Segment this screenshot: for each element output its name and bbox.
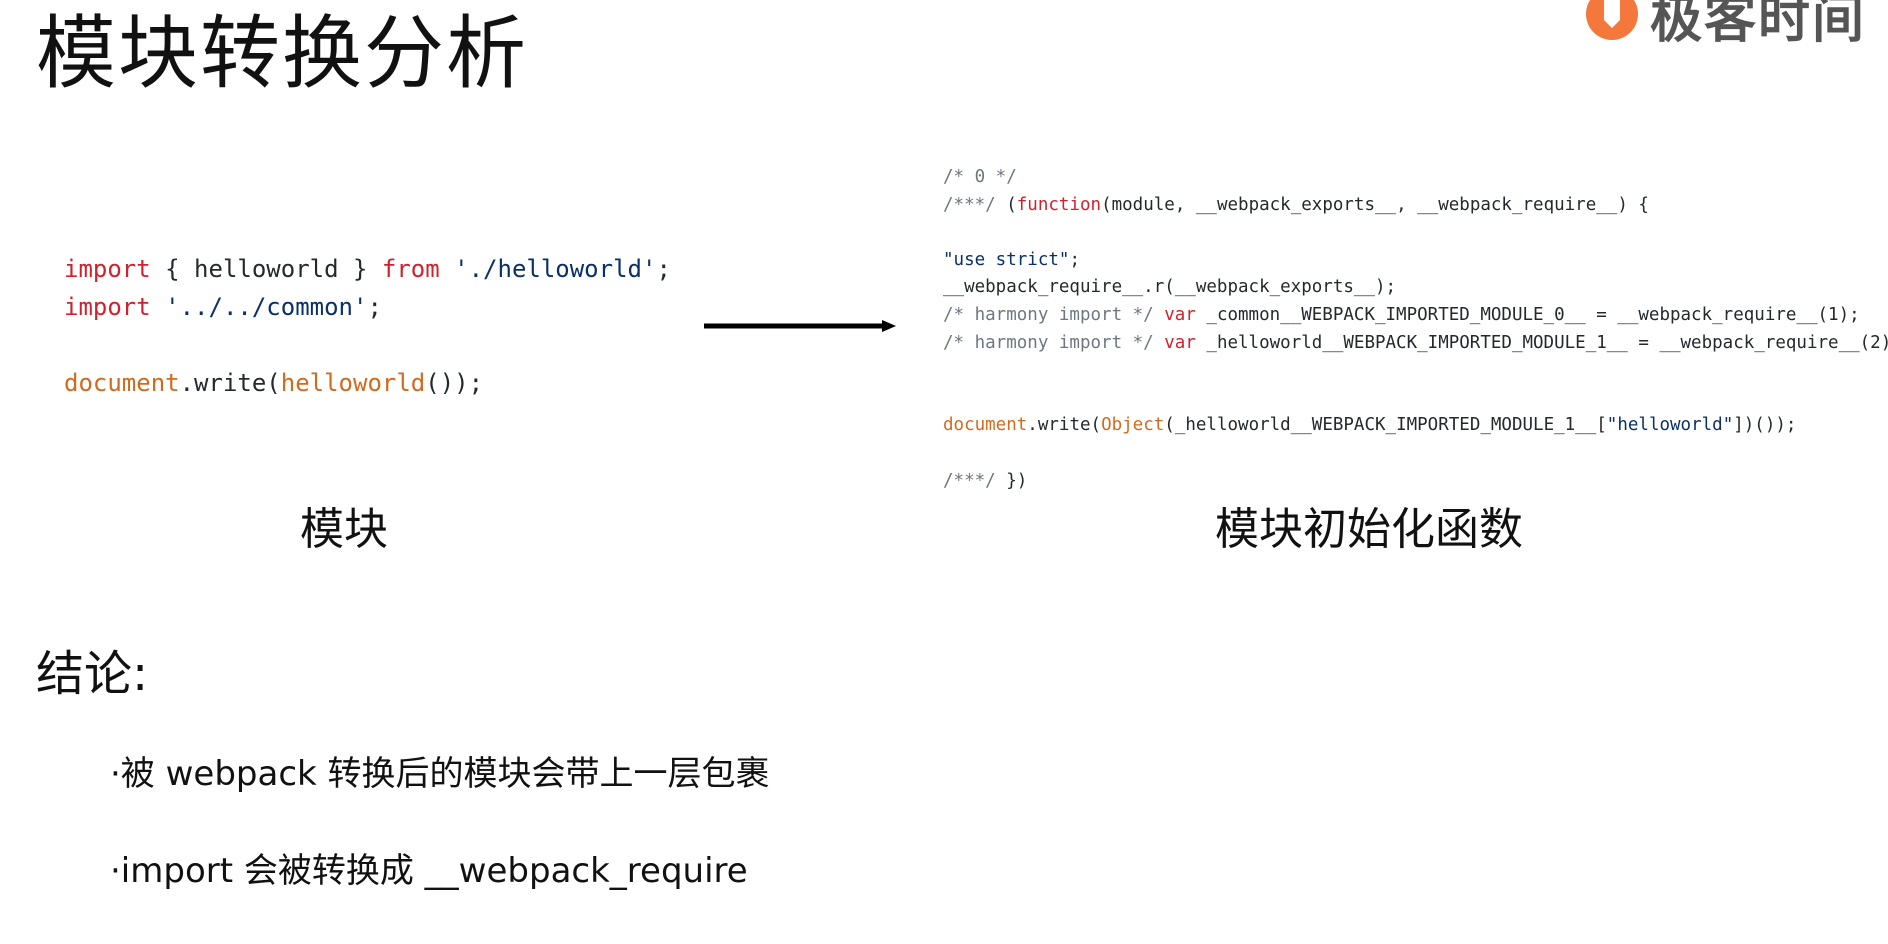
code-token: .write(	[1027, 415, 1102, 436]
code-token: /***/	[943, 470, 996, 491]
code-line	[943, 385, 1888, 413]
code-token: ;	[656, 255, 671, 283]
code-token: /* 0 */	[943, 167, 1017, 187]
code-token: _helloworld__WEBPACK_IMPORTED_MODULE_1__…	[1195, 332, 1888, 353]
logo-text: 极客时间	[1649, 0, 1866, 50]
code-line: import { helloworld } from './helloworld…	[64, 250, 671, 288]
code-token: ;	[367, 293, 382, 321]
code-token	[440, 255, 454, 283]
code-line: /* 0 */	[943, 164, 1888, 192]
code-token: "use strict"	[943, 249, 1070, 270]
code-token: import	[64, 255, 151, 283]
code-token: _common__WEBPACK_IMPORTED_MODULE_0__ = _…	[1195, 304, 1860, 325]
code-token: import	[64, 293, 151, 321]
code-token: (_helloworld__WEBPACK_IMPORTED_MODULE_1_…	[1164, 415, 1607, 436]
code-token	[1154, 333, 1165, 353]
code-line: /***/ })	[943, 468, 1888, 496]
code-token: ;	[1069, 249, 1080, 270]
module-caption: 模块	[300, 504, 388, 555]
slide-title: 模块转换分析	[36, 7, 528, 100]
code-line: "use strict";	[943, 247, 1888, 275]
code-token: ());	[425, 369, 484, 397]
code-line: document.write(Object(_helloworld__WEBPA…	[943, 412, 1888, 440]
code-token: .write(	[179, 369, 281, 397]
conclusion-heading: 结论:	[36, 646, 149, 702]
code-token: ])());	[1733, 415, 1797, 436]
code-token: })	[995, 470, 1028, 491]
code-token: function	[1016, 194, 1102, 215]
code-line	[943, 357, 1888, 385]
code-line	[943, 219, 1888, 247]
brand-logo: 极客时间	[1584, 0, 1866, 50]
code-token: "helloworld"	[1606, 415, 1734, 436]
code-token: Object	[1101, 415, 1165, 436]
code-token: var	[1164, 332, 1196, 353]
code-line: /* harmony import */ var _common__WEBPAC…	[943, 302, 1888, 330]
conclusion-bullet: ·import 会被转换成 __webpack_require	[110, 851, 748, 891]
code-token: /***/	[943, 194, 996, 215]
code-line: /***/ (function(module, __webpack_export…	[943, 192, 1888, 220]
right-arrow-icon	[704, 320, 896, 332]
code-token: './helloworld'	[454, 255, 657, 283]
code-token: /* harmony import */	[943, 332, 1154, 353]
code-token	[1154, 305, 1165, 325]
code-line: document.write(helloworld());	[64, 364, 671, 402]
geektime-logo-icon	[1585, 0, 1638, 40]
code-line: import '../../common';	[64, 288, 671, 326]
code-token: document	[64, 369, 180, 397]
code-token: { helloworld }	[150, 255, 382, 283]
conclusion-bullet: ·被 webpack 转换后的模块会带上一层包裹	[110, 754, 770, 794]
code-token: (	[995, 194, 1017, 215]
code-line	[64, 326, 671, 364]
code-token: var	[1164, 304, 1196, 325]
code-token: from	[381, 255, 440, 283]
module-init-function-code-block: /* 0 */ /***/ (function(module, __webpack…	[943, 164, 1888, 495]
code-token: /* harmony import */	[943, 304, 1154, 325]
module-init-function-caption: 模块初始化函数	[1215, 504, 1523, 555]
code-line	[943, 440, 1888, 468]
code-token: '../../common'	[165, 293, 368, 321]
code-line: __webpack_require__.r(__webpack_exports_…	[943, 274, 1888, 302]
code-token: helloworld	[280, 369, 426, 397]
code-token: document	[943, 415, 1028, 436]
code-line: /* harmony import */ var _helloworld__WE…	[943, 330, 1888, 358]
code-token: __webpack_require__.r(__webpack_exports_…	[943, 277, 1397, 298]
module-code-block: import { helloworld } from './helloworld…	[64, 250, 671, 402]
code-token: (module, __webpack_exports__, __webpack_…	[1101, 194, 1649, 215]
code-token	[151, 293, 165, 321]
